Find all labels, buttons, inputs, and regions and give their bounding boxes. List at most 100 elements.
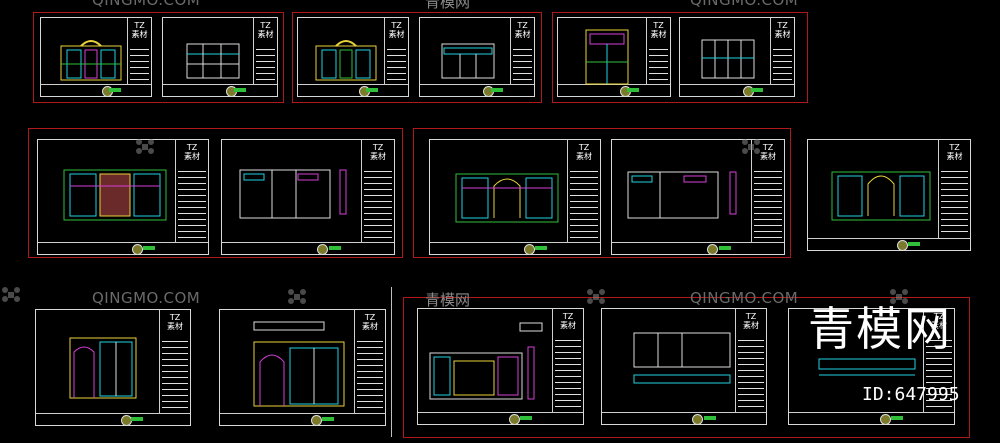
sheet-bottom-bar xyxy=(602,412,766,425)
sheet-bottom-bar xyxy=(220,413,385,426)
seal-icon xyxy=(310,415,322,426)
sheet-label-material: 素材 xyxy=(362,322,378,331)
sheet-label-tz: TZ xyxy=(933,312,945,321)
wardrobe-elevation-drawing xyxy=(455,173,559,223)
watermark-text: QINGMO.COM xyxy=(92,289,201,307)
title-block-rows xyxy=(649,44,668,82)
title-block-rows xyxy=(555,335,581,410)
sheet-label-material: 素材 xyxy=(946,152,963,161)
label-tag xyxy=(366,88,379,92)
watermark-text: 青模网 xyxy=(425,0,471,11)
sheet-label-tz: TZ xyxy=(391,21,402,30)
sheet-label-tz: TZ xyxy=(653,21,664,30)
sheet-label-tz: TZ xyxy=(745,312,757,321)
sheet-label-material: 素材 xyxy=(167,322,183,331)
wardrobe-elevation-drawing xyxy=(63,169,167,221)
sheet-label-material: 素材 xyxy=(743,321,759,330)
sheet-bottom-bar xyxy=(38,242,208,255)
wardrobe-section-drawing xyxy=(627,171,737,219)
sheet-label-tz: TZ xyxy=(372,143,384,152)
sheet-label-tz: TZ xyxy=(517,21,528,30)
sheet-group-3 xyxy=(552,12,808,103)
title-block-rows xyxy=(513,44,532,82)
label-tag xyxy=(143,246,156,250)
sheet-label-material: 素材 xyxy=(560,321,576,330)
sheet-label-material: 素材 xyxy=(514,30,531,39)
cabinet-elevation-drawing xyxy=(60,40,122,81)
cabinet-section-drawing xyxy=(441,43,495,79)
sheet-label-material: 素材 xyxy=(388,30,405,39)
watermark-paw-icon xyxy=(136,139,154,154)
title-block-rows xyxy=(162,336,188,411)
wardrobe-elevation-drawing xyxy=(69,337,137,399)
sheet-group-4 xyxy=(28,128,403,258)
label-tag xyxy=(520,416,533,420)
sheet-label-tz: TZ xyxy=(364,313,376,322)
title-block-rows xyxy=(754,166,782,240)
label-tag xyxy=(718,246,731,250)
sheet-bottom-bar xyxy=(612,242,784,255)
label-tag xyxy=(322,417,335,421)
seal-icon xyxy=(131,244,143,255)
title-block-rows xyxy=(364,166,392,240)
seal-icon xyxy=(508,414,520,425)
cabinet-elevation-drawing xyxy=(429,322,543,400)
watermark-text: QINGMO.COM xyxy=(92,0,201,9)
sheet-label-tz: TZ xyxy=(949,143,960,152)
cabinet-plan-drawing xyxy=(818,358,916,376)
label-tag xyxy=(703,416,716,420)
seal-icon xyxy=(897,240,909,251)
label-tag xyxy=(908,242,921,246)
sheet-bottom-bar xyxy=(418,412,583,425)
sheet-bottom-bar xyxy=(36,413,190,426)
sheet-label-material: 素材 xyxy=(931,321,947,330)
label-tag xyxy=(233,88,246,92)
seal-icon xyxy=(523,244,535,255)
label-tag xyxy=(328,246,341,250)
sheet-bottom-bar xyxy=(680,84,794,97)
seal-icon xyxy=(706,244,718,255)
title-block-rows xyxy=(738,335,764,410)
title-block-rows xyxy=(256,44,275,82)
wardrobe-elevation-drawing xyxy=(585,29,629,85)
seal-icon xyxy=(879,414,891,425)
cabinet-section-drawing xyxy=(633,332,731,384)
sheet-label-material: 素材 xyxy=(576,152,592,161)
sheet-label-tz: TZ xyxy=(562,312,574,321)
sheet-label-material: 素材 xyxy=(760,152,776,161)
sheet-label-tz: TZ xyxy=(186,143,198,152)
title-block-rows xyxy=(178,166,206,240)
wardrobe-elevation-drawing xyxy=(253,321,345,407)
cabinet-section-drawing xyxy=(701,39,755,79)
watermark-text: 青模网 xyxy=(425,291,471,309)
sheet-label-material: 素材 xyxy=(774,30,791,39)
vertical-divider xyxy=(391,287,392,437)
sheet-bottom-bar xyxy=(222,242,394,255)
label-tag xyxy=(109,88,122,92)
title-block-rows xyxy=(387,44,406,82)
sheet-label-material: 素材 xyxy=(184,152,200,161)
title-block-rows xyxy=(941,166,968,236)
title-block-rows xyxy=(773,44,792,82)
cabinet-elevation-drawing xyxy=(315,40,377,81)
sheet-group-6 xyxy=(403,297,970,438)
sheet-bottom-bar xyxy=(789,412,954,425)
wardrobe-elevation-drawing xyxy=(831,171,931,221)
watermark-paw-icon xyxy=(288,289,306,304)
